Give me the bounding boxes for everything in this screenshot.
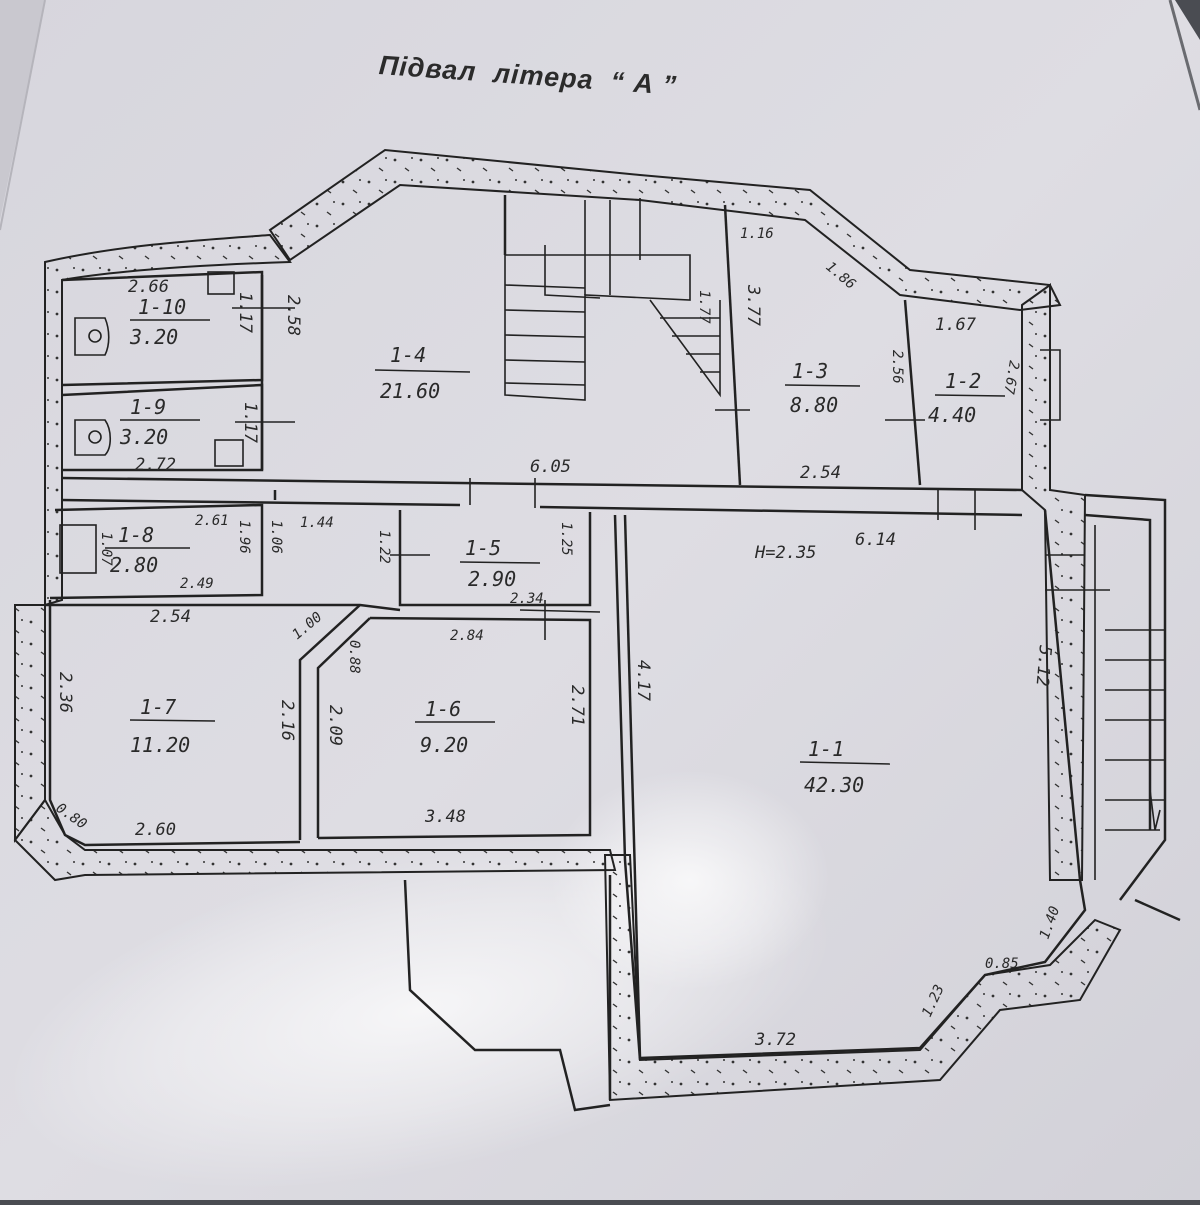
dimension-label: 2.54 [150, 607, 191, 627]
dimension-label: 1.16 [740, 226, 774, 242]
dimension-label: 2.66 [128, 277, 169, 297]
room-number: 1-6 [425, 697, 461, 721]
stairs [504, 198, 1165, 880]
room-1-4: 1-4 21.60 [374, 343, 471, 403]
dimension-labels: 2.66 1.17 2.58 1.17 2.72 6.05 1.16 1.86 … [53, 226, 1064, 1050]
dimension-label: 1.25 [558, 522, 574, 556]
openings [232, 307, 1110, 640]
room-area: 42.30 [804, 773, 864, 797]
dimension-label: 6.05 [530, 457, 571, 477]
outer-walls [13, 148, 1122, 1102]
dimension-label: 0.88 [346, 640, 362, 674]
room-1-10: 1-10 3.20 [129, 295, 210, 349]
ceiling-height-label: H=2.35 [754, 543, 816, 563]
room-number: 1-4 [390, 343, 426, 367]
room-area: 8.80 [790, 393, 838, 417]
dimension-label: 1.23 [919, 982, 948, 1019]
room-number: 1-5 [465, 536, 501, 560]
dimension-label: 2.58 [283, 295, 303, 336]
room-area: 21.60 [380, 379, 440, 403]
dimension-label: 2.72 [135, 455, 176, 475]
room-1-8: 1-8 2.80 [105, 523, 190, 577]
room-area: 3.20 [129, 325, 178, 349]
dimension-label: 1.00 [289, 609, 325, 643]
room-1-7: 1-7 11.20 [129, 695, 216, 757]
dimension-label: 5.12 [1031, 645, 1054, 688]
dimension-label: 1.17 [235, 292, 255, 334]
dimension-label: 1.07 [98, 532, 114, 566]
dimension-label: 1.06 [268, 520, 284, 554]
dimension-label: 4.17 [633, 660, 653, 702]
room-1-3: 1-3 8.80 [784, 359, 861, 417]
room-1-1: 1-1 42.30 [799, 737, 891, 797]
room-number: 1-1 [808, 737, 844, 761]
dimension-label: 6.14 [855, 530, 896, 550]
room-area: 9.20 [420, 733, 468, 757]
dimension-label: 3.48 [424, 807, 466, 827]
dimension-label: 2.60 [135, 820, 176, 840]
room-number: 1-8 [118, 523, 154, 547]
room-area: 2.90 [468, 567, 516, 591]
dimension-label: 2.16 [277, 700, 297, 741]
dimension-label: 2.54 [800, 463, 841, 483]
dimension-label: 2.61 [195, 513, 229, 529]
dimension-label: 1.44 [300, 515, 334, 531]
dimension-label: 2.09 [325, 705, 345, 746]
room-1-2: 1-2 4.40 [928, 369, 1006, 427]
dimension-label: 2.71 [567, 685, 587, 726]
dimension-label: 2.34 [510, 591, 544, 607]
room-1-5: 1-5 2.90 [459, 536, 541, 591]
room-number: 1-3 [792, 359, 828, 383]
dimension-label: 1.96 [236, 520, 252, 554]
dimension-label: 1.17 [240, 402, 260, 444]
dimension-label: 3.72 [754, 1030, 796, 1050]
room-number: 1-2 [945, 369, 981, 393]
interior-walls [45, 195, 1181, 1112]
room-number: 1-9 [130, 395, 166, 419]
dimension-label: 2.56 [889, 350, 905, 384]
fixtures [59, 271, 244, 574]
dimension-label: 2.67 [1000, 359, 1022, 396]
room-area: 4.40 [928, 403, 976, 427]
dimension-label: 2.49 [180, 576, 214, 592]
room-labels: 1-10 3.20 1-9 3.20 1-4 21.60 1-3 8.80 1-… [105, 295, 1006, 797]
dimension-label: 2.84 [450, 628, 484, 644]
dimension-label: 1.67 [935, 315, 977, 335]
dimension-label: 1.77 [696, 290, 712, 324]
room-area: 11.20 [130, 733, 190, 757]
dimension-label: 1.22 [376, 530, 392, 564]
room-1-6: 1-6 9.20 [415, 697, 495, 757]
dimension-label: 3.77 [743, 284, 763, 327]
dimension-label: 0.85 [985, 956, 1019, 972]
room-area: 3.20 [119, 425, 168, 449]
room-1-9: 1-9 3.20 [119, 395, 200, 449]
room-number: 1-7 [140, 695, 176, 719]
room-number: 1-10 [138, 295, 186, 319]
dimension-label: 2.36 [55, 672, 75, 713]
dimension-label: 1.40 [1037, 904, 1064, 941]
dimension-label: 1.86 [822, 259, 858, 293]
room-area: 2.80 [110, 553, 158, 577]
